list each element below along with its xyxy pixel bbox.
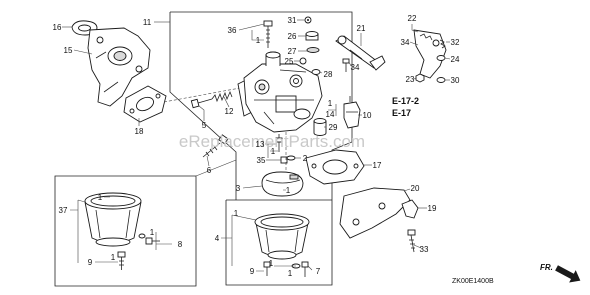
callout-2: 2 [303,154,308,163]
callout-14: 14 [326,110,335,119]
callout-23: 23 [406,75,415,84]
callout-17: 17 [373,161,382,170]
callout-3: 3 [236,184,241,193]
callout-13: 13 [256,140,265,149]
part-21-choke-lever [335,35,386,71]
part-28-ring [311,69,321,75]
part-22-lever-assembly [413,29,447,79]
watermark-text: eReplacementParts.com [179,132,365,151]
part-4-float-chamber [254,213,310,260]
callout-29: 29 [329,123,338,132]
carburetor-body [237,51,323,133]
callout-24: 24 [451,55,460,64]
part-27-o-ring [306,47,320,53]
callout-34-left: 34 [351,63,360,72]
bowl-assembly-frame [54,159,237,287]
callout-1-top: 1 [256,36,261,45]
part-20-bracket [339,187,411,239]
callout-1-needle: 1 [271,147,276,156]
callout-16: 16 [53,23,62,32]
part-24-washer [436,55,446,61]
callout-1-mid: 1 [328,99,333,108]
part-30-washer [436,77,446,83]
part-36-screw [263,20,273,48]
callout-labels: 16 15 18 11 36 1 31 26 27 25 28 21 34 22… [53,14,460,278]
callout-28: 28 [324,70,333,79]
leader-lines [62,19,451,272]
reference-code-e17-2: E-17-2 [392,96,419,106]
callout-35: 35 [257,156,266,165]
part-19-clip [401,199,419,219]
callout-9-right: 9 [250,267,255,276]
callout-1-float: 1 [286,186,291,195]
callout-1-drain: 1 [150,228,155,237]
callout-20: 20 [411,184,420,193]
part-12-throttle-stop-screw [190,90,233,109]
callout-6: 6 [207,166,212,175]
callout-18: 18 [135,127,144,136]
part-25-seal [299,57,307,65]
part-3-float [261,171,304,197]
front-direction-indicator: FR. [540,263,581,283]
callout-7: 7 [316,267,321,276]
part-7-bolt [301,261,309,277]
part-31-washer [304,16,312,24]
mounting-centerline [163,87,241,103]
callout-1-chamber: 1 [234,209,239,218]
part-18-gasket [123,85,167,123]
callout-1-chamber-screw: 1 [269,259,274,268]
callout-30: 30 [451,76,460,85]
callout-5: 5 [202,121,207,130]
part-17-gasket [305,149,365,185]
callout-36: 36 [228,26,237,35]
part-15-insulator-bracket [87,27,151,107]
callout-34-right: 34 [401,38,410,47]
part-34-screw [342,58,350,72]
callout-4: 4 [215,234,220,243]
front-direction-label: FR. [540,263,553,272]
front-arrow-icon [555,265,581,283]
callout-19: 19 [428,204,437,213]
assembly-frame [169,11,353,286]
callout-8: 8 [178,240,183,249]
callout-25: 25 [285,57,294,66]
drawing-code: ZK00E1400B [452,278,494,285]
part-2-gasket [286,155,296,161]
callout-37: 37 [59,206,68,215]
callout-22: 22 [408,14,417,23]
callout-1-bowl-screw: 1 [111,253,116,262]
callout-11: 11 [143,18,152,27]
part-10-valve [343,96,361,129]
callout-32: 32 [451,38,460,47]
part-33-screw [407,229,416,253]
callout-27: 27 [288,47,297,56]
part-23-nut [415,73,425,83]
part-6-pilot-screw [202,134,229,158]
callout-1-bowl: 1 [98,193,103,202]
part-37-float-bowl [84,192,142,247]
part-9-bowl-screw [117,251,126,270]
callout-12: 12 [225,107,234,116]
callout-10: 10 [363,111,372,120]
callout-31: 31 [288,16,297,25]
callout-1-chamber-washer: 1 [288,269,293,278]
part-13-needle [275,134,283,152]
part-32-spring [439,39,446,49]
callout-26: 26 [288,32,297,41]
part-26-jet [305,31,319,41]
reference-code-e17: E-17 [392,108,411,118]
callout-9-left: 9 [88,258,93,267]
callout-33: 33 [420,245,429,254]
callout-21: 21 [357,24,366,33]
callout-15: 15 [64,46,73,55]
part-29-cup [313,118,327,136]
part-9-drain-screw [263,261,271,276]
